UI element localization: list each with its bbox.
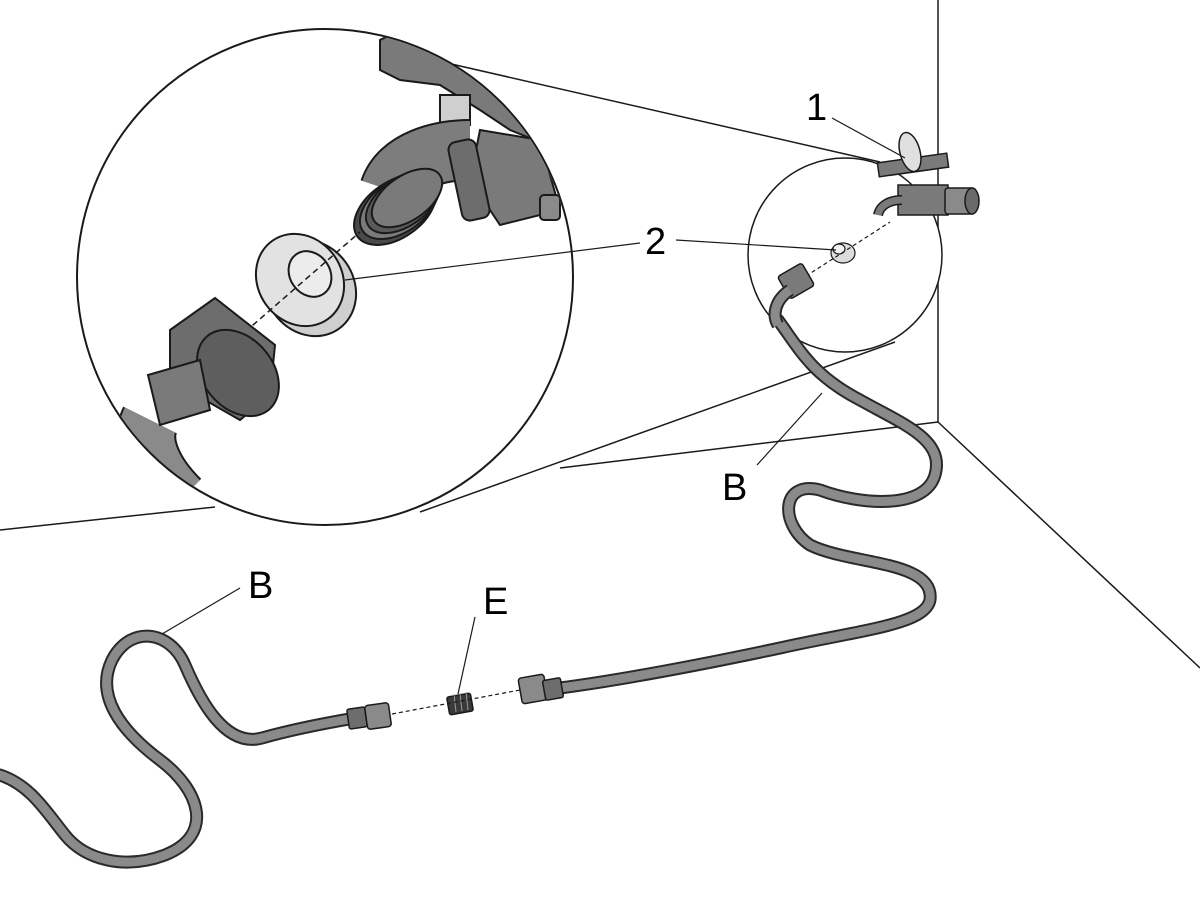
callout-e: E: [483, 581, 508, 623]
magnified-detail-circle: [76, 28, 574, 526]
coupling-guide-line: [391, 689, 521, 715]
leader-2-big: [344, 242, 641, 281]
callout-1: 1: [806, 87, 827, 129]
floor-back-line-right: [559, 421, 939, 469]
hose-nut-right-icon: [517, 673, 565, 705]
leader-b-upper: [756, 392, 823, 466]
hose-nut-small-icon: [768, 263, 815, 329]
leader-2-small: [675, 239, 837, 251]
callout-2: 2: [645, 221, 666, 263]
hose-b-left: [0, 629, 362, 869]
hose-nut-left-icon: [346, 702, 392, 730]
leader-e: [457, 616, 476, 695]
cone-top-line: [389, 49, 881, 163]
small-guide-line: [799, 221, 891, 281]
callout-leaders: [161, 117, 906, 695]
water-tap-icon: [873, 131, 980, 217]
callout-b-upper: B: [722, 467, 747, 509]
callout-b-lower: B: [248, 565, 273, 607]
floor-back-line-left: [0, 506, 216, 531]
leader-1: [831, 117, 906, 159]
floor-side-line: [937, 421, 1200, 669]
hose-b-right: [553, 313, 943, 695]
magnified-guide-line: [229, 231, 361, 346]
tap-thread-icon: [353, 167, 444, 246]
hose-coupling-icon: [446, 691, 474, 716]
leader-b-lower: [161, 587, 241, 635]
